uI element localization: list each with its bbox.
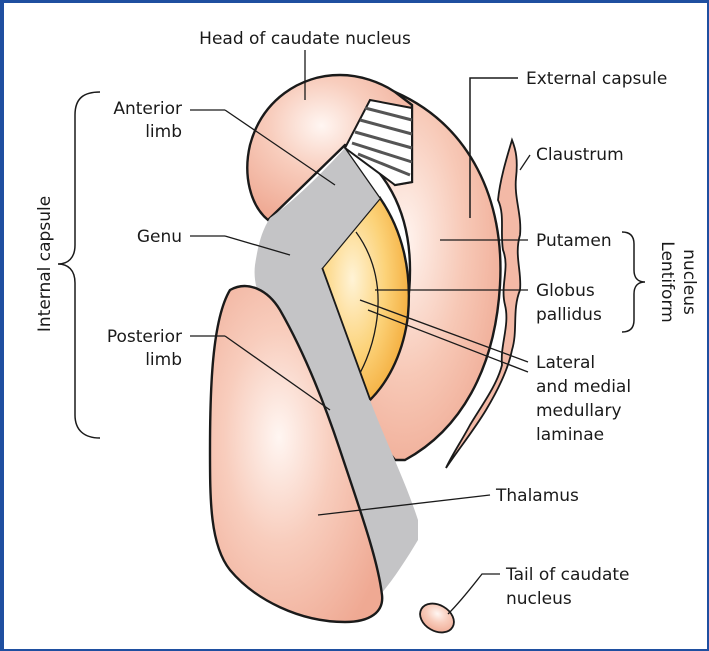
label-external-capsule: External capsule — [526, 69, 667, 89]
caudate-tail-shape — [415, 598, 459, 639]
label-globus-2: pallidus — [536, 305, 602, 325]
label-lentiform-1: Lentiform — [657, 241, 677, 322]
label-head-caudate: Head of caudate nucleus — [199, 29, 411, 49]
label-lentiform-2: nucleus — [679, 249, 699, 315]
label-posterior-limb-1: Posterior — [107, 327, 182, 347]
label-thalamus: Thalamus — [495, 486, 579, 506]
label-laminae-4: laminae — [536, 425, 604, 445]
label-anterior-limb-1: Anterior — [113, 99, 182, 119]
label-laminae-1: Lateral — [536, 353, 595, 373]
label-globus-1: Globus — [536, 281, 595, 301]
label-laminae-2: and medial — [536, 377, 631, 397]
label-tail-caudate-1: Tail of caudate — [505, 565, 630, 585]
label-tail-caudate-2: nucleus — [506, 589, 572, 609]
label-internal-capsule: Internal capsule — [35, 196, 55, 332]
label-posterior-limb-2: limb — [145, 350, 182, 370]
label-genu: Genu — [137, 227, 182, 247]
label-laminae-3: medullary — [536, 401, 622, 421]
lentiform-brace — [622, 232, 645, 332]
label-claustrum: Claustrum — [536, 145, 624, 165]
label-anterior-limb-2: limb — [145, 122, 182, 142]
internal-capsule-brace — [58, 92, 100, 438]
label-putamen: Putamen — [536, 231, 612, 251]
